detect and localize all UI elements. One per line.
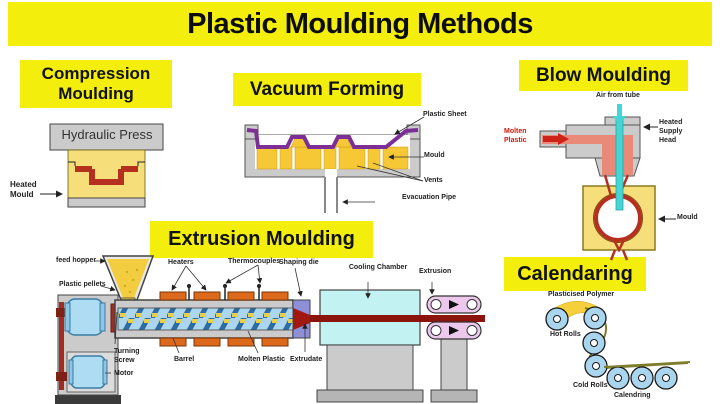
extrudate-line	[310, 315, 485, 322]
shaping-die-label: Shaping die	[279, 259, 319, 266]
blow-molten-plastic-label: Molten Plastic	[504, 128, 527, 145]
plasticised-polymer-label: Plasticised Polymer	[548, 291, 615, 298]
heated-supply-head-label: Heated Supply Head	[659, 119, 683, 145]
feed-hopper-label: feed hopper	[56, 257, 97, 264]
vacuum-mould-label: Mould	[424, 152, 445, 159]
extrusion-pointers	[95, 258, 435, 374]
cooling-base	[316, 389, 424, 403]
heading-calendaring: Calendaring	[504, 257, 646, 291]
motor-assembly	[56, 294, 119, 396]
blow-mould-label: Mould	[677, 214, 698, 221]
compression-diagram	[40, 123, 164, 208]
mould-block	[582, 185, 656, 251]
cooling-pedestal	[326, 344, 414, 391]
hydraulic-press-label: Hydraulic Press	[61, 127, 153, 142]
evacuation-pipe-shape	[324, 169, 338, 213]
heated-mould-label: Heated Mould	[10, 180, 37, 200]
plastic-sheet-label: Plastic Sheet	[423, 111, 467, 118]
calendaring-diagram	[545, 301, 691, 390]
thermocouples-label: Thermocouples	[228, 258, 281, 265]
thermocouple-pins	[187, 284, 261, 300]
pull-rollers	[426, 295, 482, 391]
cooling-chamber-label: Cooling Chamber	[348, 264, 408, 271]
extrusion-label: Extrusion	[419, 268, 452, 275]
vacuum-pointers	[342, 116, 425, 205]
heading-compression-moulding: Compression Moulding	[20, 60, 172, 108]
evacuation-pipe-label: Evacuation Pipe	[402, 194, 457, 201]
title-bar: Plastic Moulding Methods	[8, 2, 712, 46]
motor-label: Motor	[114, 370, 134, 377]
air-tube	[613, 104, 626, 211]
parison	[603, 174, 630, 261]
hot-rolls-label: Hot Rolls	[550, 331, 581, 338]
heading-vacuum-forming: Vacuum Forming	[233, 73, 421, 106]
plastic-pellets-label: Plastic pellets	[59, 281, 106, 288]
cold-rolls-label: Cold Rolls	[573, 382, 608, 389]
extrusion-molten-plastic-label: Molten Plastic	[238, 356, 286, 363]
heaters-label: Heaters	[168, 259, 194, 266]
motor-base	[55, 395, 121, 404]
rollers	[545, 306, 678, 390]
air-from-tube-label: Air from tube	[596, 92, 640, 99]
barrel-label: Barrel	[174, 356, 195, 363]
barrel-shape	[114, 299, 294, 339]
molten-plastic-channel	[542, 135, 633, 175]
shaping-die-shape	[292, 299, 311, 339]
turning-screw-label: Turning Screw	[114, 348, 140, 365]
plastic-sheet-shape	[246, 128, 419, 149]
heading-blow-moulding: Blow Moulding	[519, 60, 688, 91]
sheet-exit-line	[603, 361, 691, 368]
vacuum-forming-diagram	[244, 116, 425, 213]
mould-segments	[256, 137, 409, 170]
molten-plastic-arrow	[543, 133, 569, 145]
roller-base	[430, 389, 478, 403]
heading-extrusion-moulding: Extrusion Moulding	[150, 221, 373, 258]
blow-pointers	[643, 123, 676, 223]
blow-moulding-diagram	[539, 104, 676, 261]
page-title: Plastic Moulding Methods	[187, 7, 533, 40]
heated-mould-block	[67, 149, 146, 208]
extrusion-diagram	[55, 255, 485, 404]
heaters-shape	[159, 291, 289, 347]
vents-label: Vents	[424, 177, 443, 184]
extrudate-label: Extrudate	[290, 356, 323, 363]
calendring-label: Calendring	[614, 392, 651, 399]
